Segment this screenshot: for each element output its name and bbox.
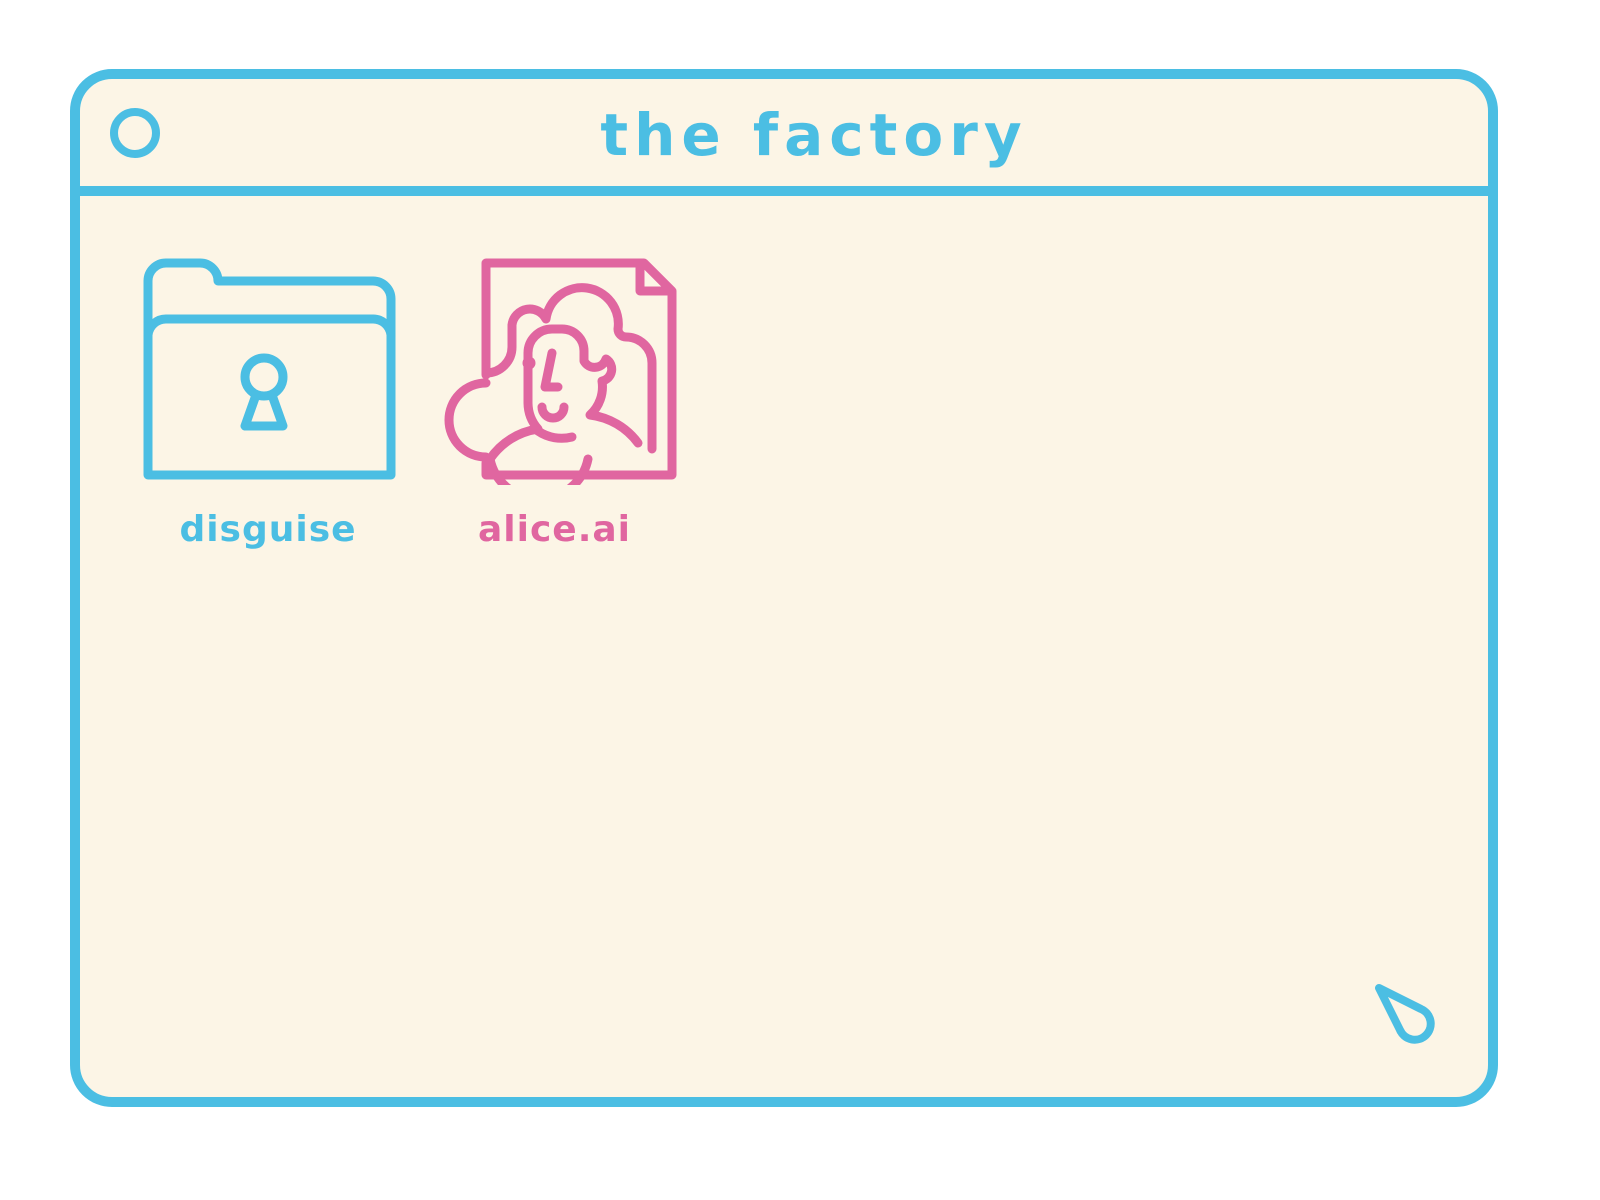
pointer-cursor-icon: [1375, 984, 1435, 1044]
folder-disguise[interactable]: disguise: [138, 253, 398, 550]
file-label: alice.ai: [477, 509, 632, 550]
portrait-document-icon: [444, 258, 677, 504]
file-alice-ai[interactable]: alice.ai: [432, 253, 677, 550]
app-window: the factory disguise: [70, 69, 1498, 1107]
close-button[interactable]: [110, 108, 160, 158]
folder-label: disguise: [179, 509, 357, 550]
title-bar[interactable]: the factory: [80, 79, 1488, 196]
window-title: the factory: [600, 101, 1028, 169]
locked-folder-icon: [143, 258, 396, 480]
